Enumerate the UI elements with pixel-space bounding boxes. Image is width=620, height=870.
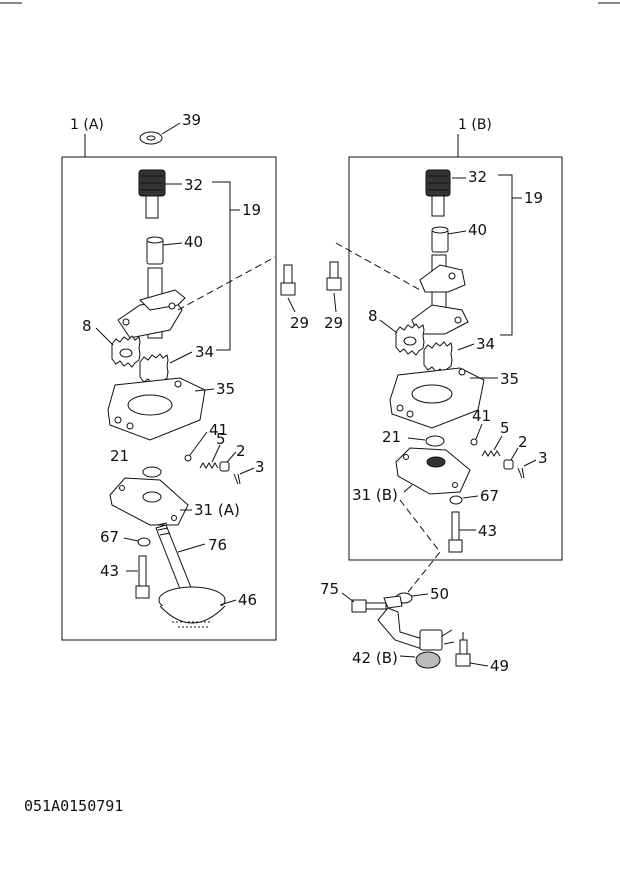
part-5-spring-b [481, 435, 503, 457]
part-32-drive-gear [138, 169, 182, 219]
part-41-ball [184, 431, 208, 462]
callout-b-32: 32 [468, 168, 487, 186]
callout-a-8: 8 [82, 317, 92, 335]
part-67-washer [123, 537, 151, 547]
callout-a-21: 21 [110, 447, 129, 465]
callout-a-76: 76 [208, 536, 227, 554]
callout-b-31: 31 (B) [352, 486, 398, 504]
callout-b-8: 8 [368, 307, 378, 325]
part-2-seat [219, 451, 237, 472]
part-40-bushing [146, 236, 183, 265]
part-39-washer [139, 122, 181, 145]
assembly-a-label: 1 (A) [70, 117, 104, 133]
part-42b-pipe [377, 595, 455, 669]
callout-a-19: 19 [242, 201, 261, 219]
part-29-bolt-left [280, 264, 296, 313]
part-35-pump-body [107, 377, 215, 441]
callout-b-43: 43 [478, 522, 497, 540]
part-31b-cover [395, 447, 471, 495]
callout-b-21: 21 [382, 428, 401, 446]
part-46-strainer [158, 586, 237, 628]
part-35-pump-body-b [389, 367, 498, 429]
callout-a-40: 40 [184, 233, 203, 251]
part-pump-upper-housing [117, 267, 186, 339]
drawing-code: 051A0150791 [24, 797, 123, 815]
callout-b-19: 19 [524, 189, 543, 207]
assembly-b-frame [348, 156, 563, 561]
part-21-o-ring [142, 466, 162, 478]
callout-a-32: 32 [184, 176, 203, 194]
part-29-bolt-right [326, 261, 342, 313]
callout-b-34: 34 [476, 335, 495, 353]
callout-c-49: 49 [490, 657, 509, 675]
part-3-pin-b [517, 459, 537, 479]
callout-b-3: 3 [538, 449, 548, 467]
callout-a-34: 34 [195, 343, 214, 361]
part-32-drive-gear-b [425, 169, 466, 217]
callout-a-5: 5 [216, 430, 226, 448]
part-67-washer-b [449, 495, 479, 505]
assembly-b-label: 1 (B) [458, 117, 492, 133]
callout-a-3: 3 [255, 458, 265, 476]
callout-c-75: 75 [320, 580, 339, 598]
callout-29-right: 29 [324, 314, 343, 332]
callout-a-39: 39 [182, 111, 201, 129]
callout-c-50: 50 [430, 585, 449, 603]
callout-b-41: 41 [472, 407, 491, 425]
callout-a-67: 67 [100, 528, 119, 546]
callout-a-41: 41 [209, 421, 228, 439]
part-8-gear-b [379, 319, 425, 356]
part-75-bolt [341, 592, 387, 613]
part-76-suction-pipe [155, 522, 206, 595]
callout-a-2: 2 [236, 442, 246, 460]
part-5-spring [199, 444, 221, 469]
part-34-gear [139, 351, 193, 386]
callout-a-46: 46 [238, 591, 257, 609]
callout-c-42: 42 (B) [352, 649, 398, 667]
part-43-bolt-b [448, 511, 476, 553]
part-34-gear-b [423, 341, 475, 374]
part-2-seat-b [503, 447, 519, 470]
part-43-bolt [126, 555, 150, 599]
callout-b-40: 40 [468, 221, 487, 239]
part-40-bushing-b [431, 226, 467, 253]
part-21-o-ring-b [407, 435, 445, 447]
callout-b-35: 35 [500, 370, 519, 388]
callout-b-2: 2 [518, 433, 528, 451]
part-41-ball-b [470, 423, 483, 446]
part-pump-upper-housing-b [411, 254, 469, 335]
assembly-a-frame [61, 156, 277, 641]
part-31a-cover [109, 477, 192, 526]
callout-b-67: 67 [480, 487, 499, 505]
part-8-gear [95, 327, 141, 368]
part-3-pin [233, 467, 255, 485]
callout-a-43: 43 [100, 562, 119, 580]
callout-b-5: 5 [500, 419, 510, 437]
callout-a-35: 35 [216, 380, 235, 398]
callout-29-left: 29 [290, 314, 309, 332]
part-49-bolt [455, 632, 489, 667]
callout-a-31: 31 (A) [194, 501, 240, 519]
